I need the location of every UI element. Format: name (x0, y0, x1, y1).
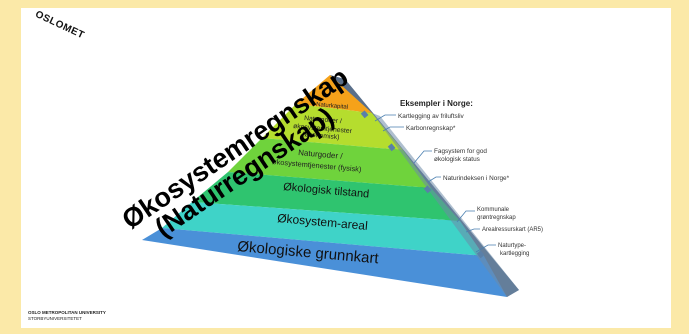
tier-okologisk-tilstand (192, 172, 460, 221)
tier2-label-3: (økonomisk) (302, 131, 340, 141)
footer-line-1: OSLO METROPOLITAN UNIVERSITY (28, 310, 106, 315)
footer-line-2: STORBYUNIVERSITETET (28, 316, 82, 321)
example-5-line2: grøntregnskap (477, 215, 516, 221)
edge-marker (387, 143, 396, 152)
example-7-line1: Naturtype- (498, 243, 526, 249)
tier-fysisk (228, 138, 431, 188)
tier-naturkapital (296, 75, 372, 113)
tier-okosystem-areal (162, 202, 484, 256)
example-6: Arealressurskart (AR5) (482, 227, 543, 233)
tier-grunnkart (142, 228, 507, 297)
edge-marker (476, 250, 485, 259)
examples-heading: Eksempler i Norge: (400, 99, 473, 108)
example-leaders (374, 114, 496, 253)
tier3-label-1: Naturgoder / (298, 148, 344, 161)
edge-marker (360, 110, 369, 119)
university-footer: OSLO METROPOLITAN UNIVERSITY STORBYUNIVE… (28, 310, 106, 322)
example-7-line2: kartlegging (500, 251, 529, 257)
example-2: Karbonregnskap* (406, 125, 456, 132)
edge-marker (423, 185, 432, 194)
pyramid-right-edge (372, 113, 519, 297)
tier2-label-1: Naturgoder / (304, 115, 342, 125)
example-4: Naturindeksen i Norge* (443, 175, 510, 182)
example-1: Kartlegging av friluftsliv (398, 113, 465, 120)
example-3-line1: Fagsystem for god (434, 148, 487, 155)
tier1-label: Naturkapital (316, 102, 348, 111)
example-3-line2: økologisk status (434, 156, 480, 163)
example-5-line1: Kommunale (477, 207, 510, 213)
